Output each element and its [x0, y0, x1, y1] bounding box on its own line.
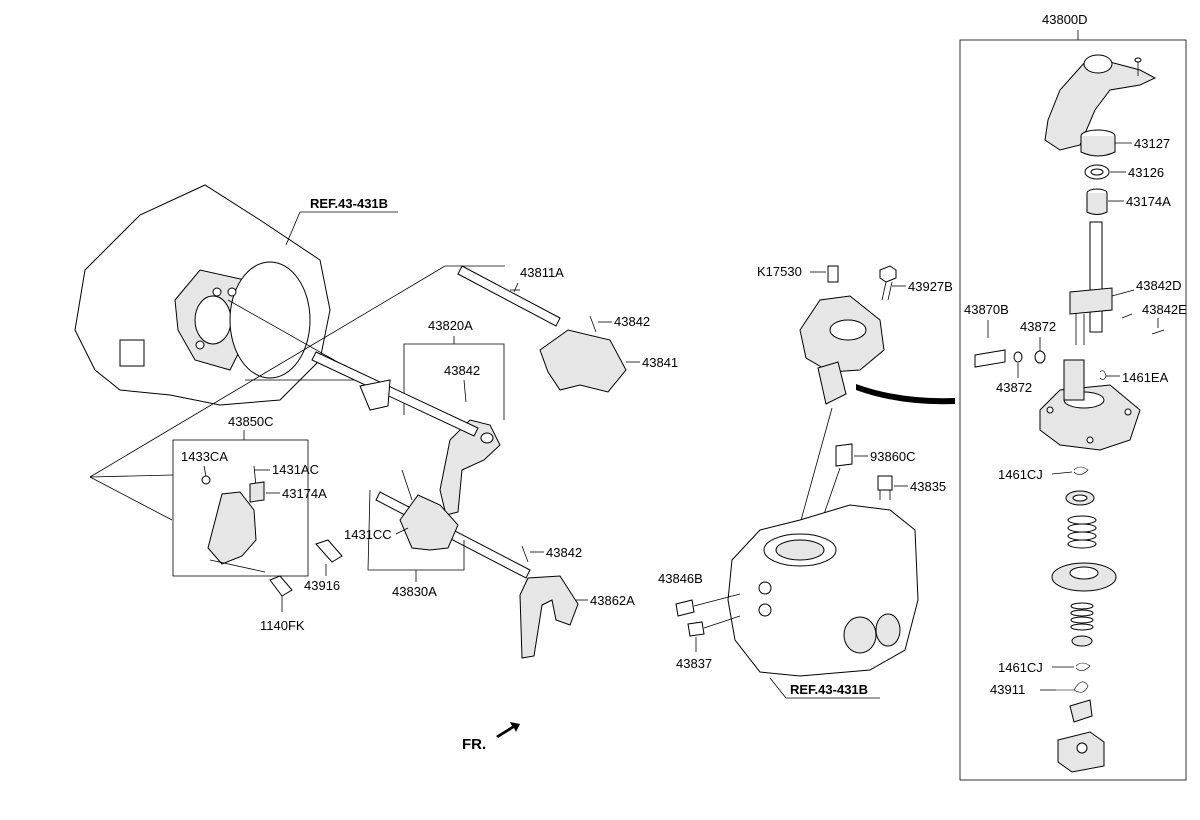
select-shaft-43842D [1069, 221, 1135, 345]
label-43927B: 43927B [908, 279, 953, 294]
label-43842-b: 43842 [444, 363, 480, 378]
plug-43837 [687, 621, 705, 637]
sleeve-43174A [1086, 188, 1124, 215]
spring-lower [1070, 602, 1094, 631]
front-indicator: FR. [462, 722, 520, 753]
pin-43842-c [521, 545, 529, 563]
pointer-arrow [856, 384, 955, 405]
main-shift-rail [311, 351, 479, 437]
ref-label-top: REF.43-431B [310, 196, 388, 211]
shift-lever-part [1044, 54, 1157, 151]
label-43174A-right: 43174A [1126, 194, 1171, 209]
label-43174A-left: 43174A [282, 486, 327, 501]
shift-cover-housing [1039, 359, 1141, 451]
fork-43862A [519, 575, 579, 659]
label-43800D: 43800D [1042, 12, 1088, 27]
label-43820A: 43820A [428, 318, 473, 333]
label-1461CJ-b: 1461CJ [998, 660, 1043, 675]
front-arrow-icon [496, 722, 520, 738]
label-43911: 43911 [990, 682, 1025, 697]
ref-label-bottom: REF.43-431B [790, 682, 868, 697]
label-43841: 43841 [642, 355, 678, 370]
spring-upper [1067, 515, 1097, 549]
label-43127: 43127 [1134, 136, 1170, 151]
label-43842-c: 43842 [546, 545, 582, 560]
label-K17530: K17530 [757, 264, 802, 279]
assembly-frame [959, 39, 1187, 781]
label-43126: 43126 [1128, 165, 1164, 180]
label-43837: 43837 [676, 656, 712, 671]
label-43842D: 43842D [1136, 278, 1182, 293]
label-1431CC: 1431CC [344, 527, 392, 542]
label-1461CJ-a: 1461CJ [998, 467, 1043, 482]
switch-93860C [835, 443, 853, 467]
pin-43870B [974, 349, 1006, 368]
bolt-43916 [315, 539, 343, 563]
plug-43846B [675, 599, 695, 617]
clip-1461EA [1099, 370, 1107, 380]
lever-43850C [207, 491, 257, 565]
clip-1461CJ-a [1073, 466, 1089, 475]
bolt-1140FK [269, 575, 293, 597]
box-43850C [172, 439, 309, 577]
label-1433CA: 1433CA [181, 449, 228, 464]
shift-lug-43830A [399, 494, 459, 551]
transmission-case [727, 504, 919, 677]
bushing-43127 [1080, 129, 1132, 157]
center-assembly: K17530 43927B 93860C 43835 [658, 264, 955, 699]
sleeve-43174A-left [249, 481, 265, 503]
bolt-43927B [879, 265, 897, 283]
fork-43820A [439, 419, 501, 516]
label-1461EA: 1461EA [1122, 370, 1169, 385]
left-assembly: REF.43-431B 43811A 43842 43841 43820A 43… [74, 184, 678, 659]
label-43850C: 43850C [228, 414, 274, 429]
clip-1461CJ-b [1075, 662, 1091, 671]
label-1140FK: 1140FK [260, 618, 305, 633]
plug-43835 [877, 475, 893, 491]
label-43811A: 43811A [520, 265, 564, 280]
label-43870B: 43870B [964, 302, 1009, 317]
label-43830A: 43830A [392, 584, 437, 599]
label-1431AC: 1431AC [272, 462, 319, 477]
label-43862A: 43862A [590, 593, 635, 608]
front-label: FR. [462, 736, 486, 753]
label-43916: 43916 [304, 578, 340, 593]
label-43872-a: 43872 [1020, 319, 1056, 334]
pin-43842-a [589, 315, 597, 333]
spring-43911 [1056, 681, 1089, 693]
label-43846B: 43846B [658, 571, 703, 586]
rail-43811A [457, 265, 561, 327]
label-43872-b: 43872 [996, 380, 1032, 395]
label-43842-a: 43842 [614, 314, 650, 329]
label-93860C: 93860C [870, 449, 916, 464]
label-43835: 43835 [910, 479, 946, 494]
assembly-box-43800D: 43800D 43127 43126 43174A [959, 12, 1187, 781]
lug-43841 [539, 329, 627, 393]
label-43842E: 43842E [1142, 302, 1187, 317]
plug-K17530 [827, 265, 839, 283]
